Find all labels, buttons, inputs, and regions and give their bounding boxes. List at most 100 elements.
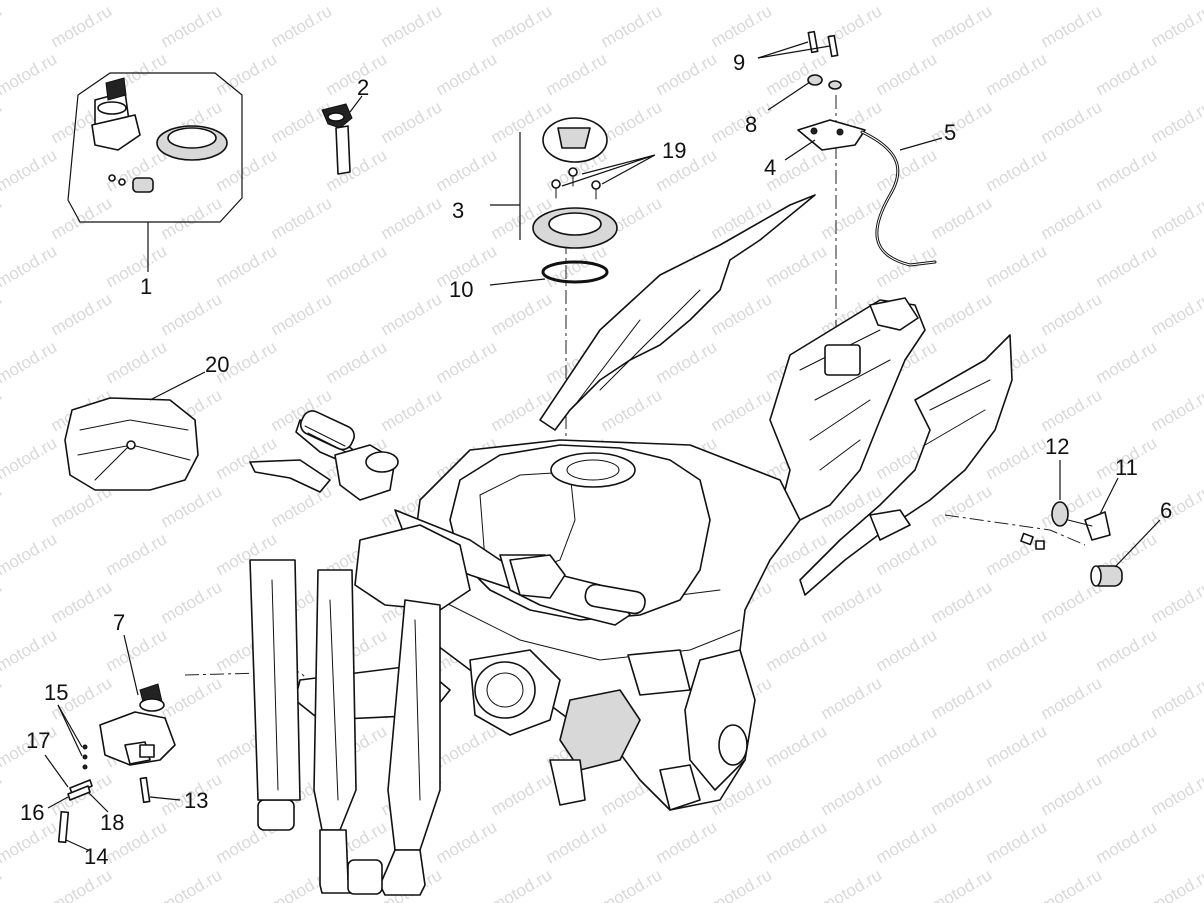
watermark-text: motod.ru [158, 673, 226, 723]
key-icon [321, 95, 363, 175]
watermark-text: motod.ru [0, 1, 5, 51]
watermark-text: motod.ru [543, 817, 611, 867]
watermark-text: motod.ru [1093, 337, 1161, 387]
part-label-1: 1 [140, 274, 152, 299]
watermark-text: motod.ru [1093, 241, 1161, 291]
watermark-text: motod.ru [268, 193, 336, 243]
watermark-text: motod.ru [158, 1, 226, 51]
cover-icon [64, 371, 206, 491]
watermark-text: motod.ru [543, 0, 611, 3]
watermark-text: motod.ru [873, 0, 941, 3]
watermark-text: motod.ru [0, 481, 5, 531]
watermark-text: motod.ru [1093, 49, 1161, 99]
watermark-text: motod.ru [1148, 97, 1204, 147]
part-label-20: 20 [205, 352, 229, 377]
watermark-text: motod.ru [763, 0, 831, 3]
motorcycle-frame-icon [249, 194, 1013, 896]
watermark-text: motod.ru [598, 865, 666, 903]
watermark-text: motod.ru [323, 337, 391, 387]
part-label-16: 16 [20, 800, 44, 825]
watermark-text: motod.ru [213, 145, 281, 195]
part-label-17: 17 [26, 728, 50, 753]
watermark-text: motod.ru [0, 97, 5, 147]
part-label-8: 8 [745, 112, 757, 137]
watermark-text: motod.ru [213, 433, 281, 483]
watermark-text: motod.ru [0, 49, 60, 99]
watermark-text: motod.ru [1148, 1, 1204, 51]
part-label-11: 11 [1115, 455, 1138, 480]
watermark-text: motod.ru [1148, 769, 1204, 819]
part-label-19: 19 [662, 138, 686, 163]
part-label-6: 6 [1160, 498, 1172, 523]
watermark-text: motod.ru [158, 289, 226, 339]
watermark-text: motod.ru [653, 49, 721, 99]
watermark-text: motod.ru [488, 289, 556, 339]
watermark-text: motod.ru [1148, 289, 1204, 339]
watermark-text: motod.ru [653, 817, 721, 867]
watermark-text: motod.ru [983, 241, 1051, 291]
watermark-text: motod.ru [0, 865, 5, 903]
watermark-text: motod.ru [983, 49, 1051, 99]
watermark-text: motod.ru [763, 721, 831, 771]
watermark-text: motod.ru [1038, 97, 1106, 147]
watermark-text: motod.ru [1148, 193, 1204, 243]
watermark-text: motod.ru [48, 577, 116, 627]
watermark-text: motod.ru [103, 0, 171, 3]
watermark-text: motod.ru [763, 241, 831, 291]
watermark-text: motod.ru [818, 1, 886, 51]
watermark-text: motod.ru [158, 193, 226, 243]
watermark-text: motod.ru [213, 241, 281, 291]
watermark-text: motod.ru [708, 1, 776, 51]
ignition-switch-icon [44, 634, 181, 851]
watermark-text: motod.ru [873, 721, 941, 771]
watermark-text: motod.ru [158, 481, 226, 531]
watermark-text: motod.ru [1148, 673, 1204, 723]
watermark-text: motod.ru [873, 145, 941, 195]
watermark-text: motod.ru [433, 721, 501, 771]
watermark-text: motod.ru [268, 1, 336, 51]
cable-icon [860, 130, 943, 267]
part-label-3: 3 [452, 198, 464, 223]
watermark-text: motod.ru [0, 0, 60, 3]
watermark-text: motod.ru [763, 49, 831, 99]
watermark-text: motod.ru [323, 145, 391, 195]
watermark-text: motod.ru [1038, 769, 1106, 819]
watermark-text: motod.ru [0, 289, 5, 339]
part-label-13: 13 [184, 788, 208, 813]
watermark-text: motod.ru [928, 673, 996, 723]
watermark-text: motod.ru [0, 385, 5, 435]
watermark-text: motod.ru [598, 1, 666, 51]
watermark-text: motod.ru [48, 289, 116, 339]
watermark-text: motod.ru [818, 769, 886, 819]
watermark-text: motod.ru [1093, 817, 1161, 867]
watermark-text: motod.ru [323, 0, 391, 3]
watermark-text: motod.ru [378, 289, 446, 339]
watermark-text: motod.ru [983, 721, 1051, 771]
watermark-text: motod.ru [818, 193, 886, 243]
watermark-text: motod.ru [598, 385, 666, 435]
watermark-text: motod.ru [433, 337, 501, 387]
watermark-text: motod.ru [983, 0, 1051, 3]
watermark-text: motod.ru [48, 193, 116, 243]
watermark-text: motod.ru [818, 673, 886, 723]
watermark-text: motod.ru [1093, 625, 1161, 675]
watermark-text: motod.ru [378, 385, 446, 435]
watermark-text: motod.ru [48, 1, 116, 51]
watermark-text: motod.ru [708, 97, 776, 147]
watermark-text: motod.ru [103, 529, 171, 579]
watermark-text: motod.ru [488, 865, 556, 903]
watermark-text: motod.ru [873, 817, 941, 867]
watermark-text: motod.ru [433, 0, 501, 3]
watermark-text: motod.ru [378, 1, 446, 51]
watermark-text: motod.ru [268, 481, 336, 531]
watermark-text: motod.ru [983, 817, 1051, 867]
watermark-text: motod.ru [0, 769, 5, 819]
watermark-text: motod.ru [268, 97, 336, 147]
watermark-text: motod.ru [763, 817, 831, 867]
watermark-text: motod.ru [818, 577, 886, 627]
watermark-text: motod.ru [158, 577, 226, 627]
watermark-text: motod.ru [433, 49, 501, 99]
watermark-text: motod.ru [653, 337, 721, 387]
watermark-text: motod.ru [708, 385, 776, 435]
